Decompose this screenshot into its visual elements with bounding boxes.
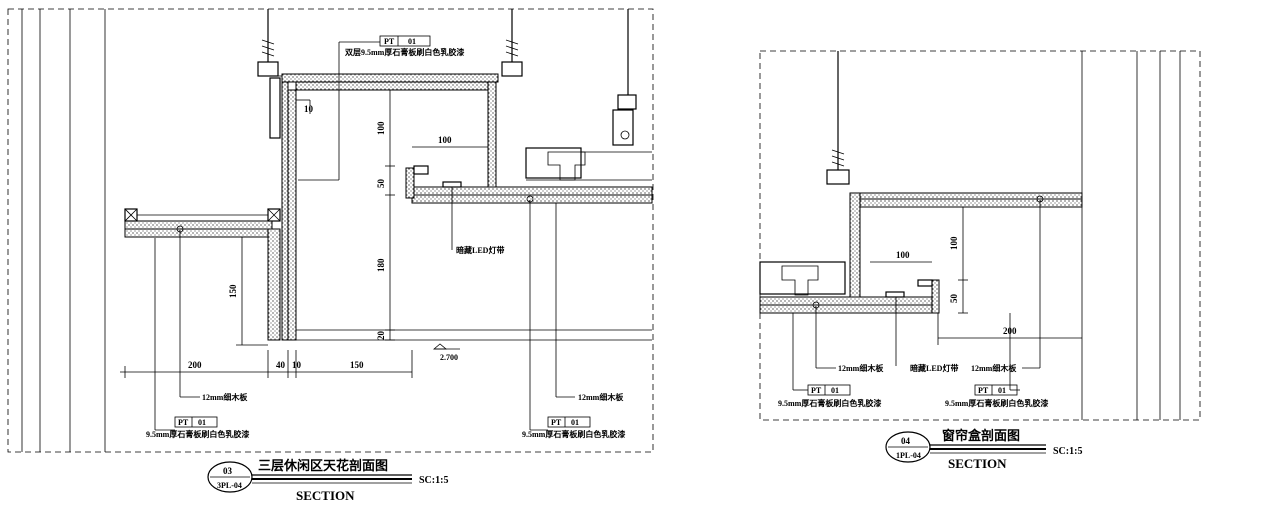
svg-text:PT: PT — [178, 418, 189, 427]
dim-100-horizontal: 100 — [438, 135, 452, 145]
box-left-board — [281, 81, 289, 341]
left-scale: SC:1:5 — [419, 475, 448, 486]
svg-text:PT: PT — [811, 386, 822, 395]
dim-200: 200 — [188, 360, 202, 370]
top-board — [281, 73, 499, 83]
right-top-board — [859, 192, 1083, 200]
svg-text:01: 01 — [831, 386, 839, 395]
tag-pt: PT — [384, 37, 395, 46]
right-plywood-b: 12mm细木板 — [971, 363, 1017, 373]
dim-150-horizontal: 150 — [350, 360, 364, 370]
left-frame — [7, 8, 654, 453]
right-badge-number: 04 — [901, 436, 911, 446]
right-gypsum-a: 9.5mm厚石膏板刷白色乳胶漆 — [778, 398, 881, 408]
right-title: 窗帘盒剖面图 — [942, 428, 1020, 443]
gypsum-label-right: 9.5mm厚石膏板刷白色乳胶漆 — [522, 429, 625, 439]
svg-text:01: 01 — [198, 418, 206, 427]
level-mark: 2.700 — [440, 353, 458, 362]
badge-number: 03 — [223, 466, 233, 476]
plywood-label-left: 12mm细木板 — [202, 392, 248, 402]
right-dim-100-horizontal: 100 — [896, 250, 910, 260]
dim-10: 10 — [304, 104, 314, 114]
svg-text:PT: PT — [978, 386, 989, 395]
left-subtitle: SECTION — [296, 488, 355, 503]
right-ceiling-board — [411, 186, 653, 196]
dim-20: 20 — [376, 331, 386, 341]
svg-text:01: 01 — [998, 386, 1006, 395]
right-ceiling-board — [759, 296, 933, 306]
dim-10-bottom: 10 — [292, 360, 302, 370]
badge-ref: 3PL-04 — [217, 481, 242, 490]
right-subtitle: SECTION — [948, 456, 1007, 471]
right-led-label: 暗藏LED灯带 — [910, 363, 958, 373]
right-badge-ref: 1PL-04 — [896, 451, 921, 460]
led-strip — [885, 291, 905, 298]
led-strip-label: 暗藏LED灯带 — [456, 245, 504, 255]
right-dim-50: 50 — [949, 294, 959, 304]
left-title: 三层休闲区天花剖面图 — [258, 458, 388, 473]
hanger-clip — [257, 61, 279, 77]
svg-text:PT: PT — [551, 418, 562, 427]
dim-40: 40 — [276, 360, 286, 370]
dim-180: 180 — [376, 258, 386, 272]
dim-150-vertical: 150 — [228, 284, 238, 298]
dim-50: 50 — [376, 179, 386, 189]
right-frame — [759, 50, 1201, 421]
callout-double-gypsum: 双层9.5mm厚石膏板刷白色乳胶漆 — [345, 47, 464, 57]
gypsum-label-left: 9.5mm厚石膏板刷白色乳胶漆 — [146, 429, 249, 439]
left-title-block — [207, 461, 412, 493]
right-plywood-a: 12mm细木板 — [838, 363, 884, 373]
left-ceiling-board — [124, 220, 273, 230]
right-dim-200: 200 — [1003, 326, 1017, 336]
left-section-drawing — [7, 8, 654, 453]
tag-01: 01 — [408, 37, 416, 46]
svg-text:01: 01 — [571, 418, 579, 427]
dim-100-vertical: 100 — [376, 121, 386, 135]
plywood-label-right: 12mm细木板 — [578, 392, 624, 402]
right-section-drawing — [759, 50, 1201, 421]
right-title-block — [885, 431, 1046, 463]
section-badge-03 — [207, 461, 253, 493]
right-dim-100-vertical: 100 — [949, 236, 959, 250]
hanger-clip — [501, 61, 523, 77]
led-strip — [442, 181, 462, 188]
section-badge-04 — [885, 431, 931, 463]
right-scale: SC:1:5 — [1053, 446, 1082, 457]
right-gypsum-b: 9.5mm厚石膏板刷白色乳胶漆 — [945, 398, 1048, 408]
